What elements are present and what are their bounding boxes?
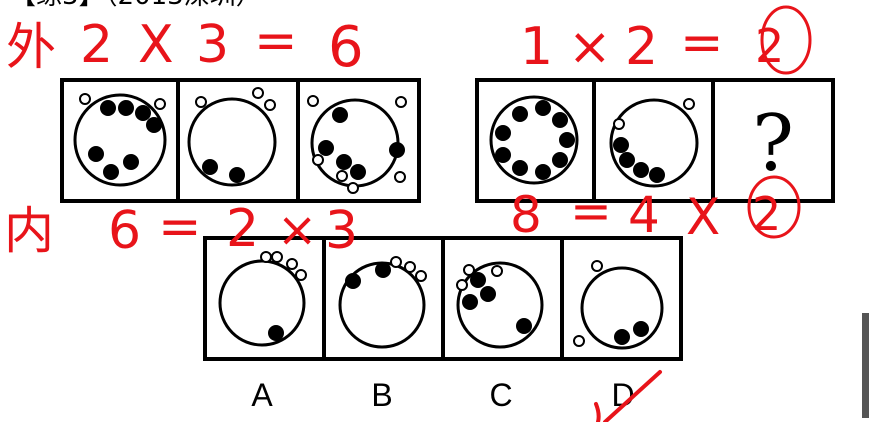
annotation-top-right-3: = (680, 13, 724, 73)
annotation-mid-right-0: 8 (510, 186, 542, 244)
option-label-b[interactable]: B (371, 377, 392, 413)
sequence-left (60, 78, 421, 203)
figure-left-1 (73, 93, 167, 187)
annotation-mid-right-4: 2 (752, 187, 781, 241)
annotation-top-left-0: 外 (6, 18, 56, 76)
annotation-circles (747, 5, 812, 239)
option-label-a[interactable]: A (251, 377, 273, 413)
annotation-mid-right-3: X (686, 188, 720, 246)
annotation-mid-left-3: 2 (226, 199, 259, 259)
annotation-mid-left-1: 6 (108, 201, 141, 261)
option-c-figure[interactable] (456, 261, 544, 349)
header-partial: 【练3】（2013深圳） (10, 0, 262, 11)
check-mark-icon (594, 370, 662, 422)
annotation-mid-left-2: = (158, 197, 202, 257)
option-b-figure[interactable] (338, 256, 427, 349)
annotation-mid-left-0: 内 (4, 202, 54, 260)
option-a-figure[interactable] (218, 251, 307, 347)
annotation-mid-left-5: 3 (325, 201, 358, 261)
annotation-top-right-1: × (568, 17, 612, 77)
annotation-top-right-0: 1 (520, 17, 553, 77)
figure-left-3 (307, 95, 407, 194)
annotation-top-left-1: 2 (80, 15, 113, 75)
annotation-top-left-3: 3 (196, 15, 229, 75)
sequence-right (475, 78, 835, 203)
annotation-top-left-2: X (138, 15, 174, 75)
annotation-top-right-2: 2 (625, 17, 658, 77)
option-label-d[interactable]: D (611, 377, 634, 413)
option-label-c[interactable]: C (489, 377, 512, 413)
scrollbar-thumb[interactable] (862, 313, 869, 418)
option-d-figure[interactable] (573, 260, 664, 350)
figure-right-2 (609, 98, 699, 188)
annotation-top-left-5: 6 (328, 15, 364, 80)
annotation-mid-right-1: = (570, 182, 612, 240)
options-grid (203, 236, 683, 361)
question-mark: ? (752, 99, 794, 189)
figure-left-2 (187, 87, 277, 187)
annotation-mid-right-2: 4 (628, 186, 660, 244)
annotation-mid-left-4: × (277, 202, 317, 258)
annotation-top-left-4: = (254, 11, 298, 71)
figure-right-1 (489, 95, 579, 185)
